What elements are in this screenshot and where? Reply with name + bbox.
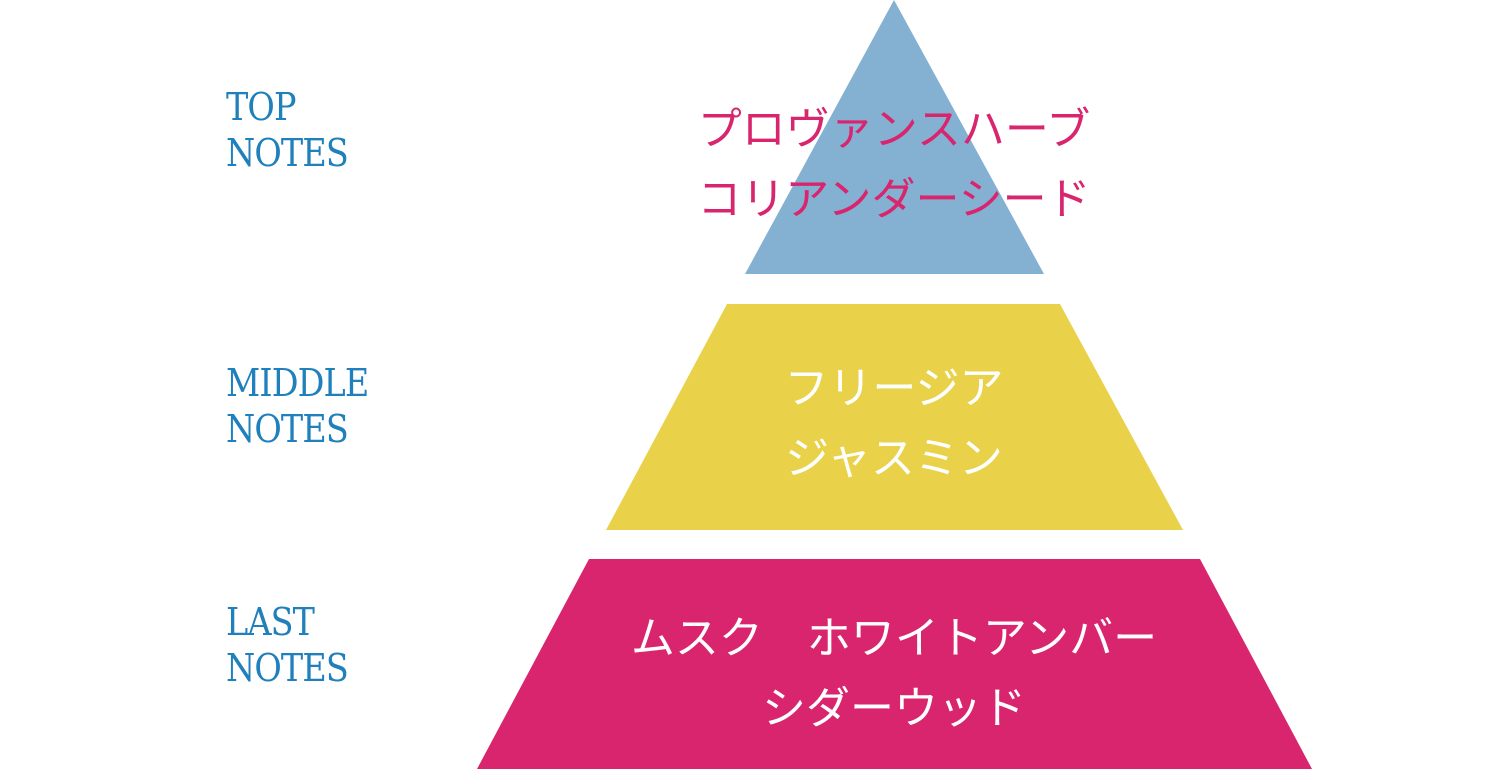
top-notes-label-line2: NOTES [226,131,349,175]
middle-notes-label-line2: NOTES [226,407,349,451]
last-notes-label-line1: LAST [226,600,315,644]
middle-note-item: フリージア [784,363,1004,414]
top-notes-list: プロヴァンスハーブ コリアンダーシード [594,95,1194,235]
middle-note-item: ジャスミン [785,433,1003,484]
last-notes-label: LAST NOTES [226,599,349,691]
last-notes-list: ムスク ホワイトアンバー シダーウッド [594,604,1194,744]
top-notes-label: TOP NOTES [226,84,349,176]
top-tier-shape [745,0,1044,274]
top-notes-label-line1: TOP [226,85,296,129]
middle-notes-label: MIDDLE NOTES [226,360,369,452]
last-note-item: シダーウッド [762,683,1026,734]
middle-notes-list: フリージア ジャスミン [594,354,1194,494]
last-note-item: ムスク ホワイトアンバー [630,613,1158,664]
last-tier-shape [477,559,1312,769]
middle-tier-shape [606,304,1183,530]
top-note-item: コリアンダーシード [697,174,1091,225]
last-notes-label-line2: NOTES [226,646,349,690]
middle-notes-label-line1: MIDDLE [226,361,369,405]
top-note-item: プロヴァンスハーブ [697,104,1091,155]
